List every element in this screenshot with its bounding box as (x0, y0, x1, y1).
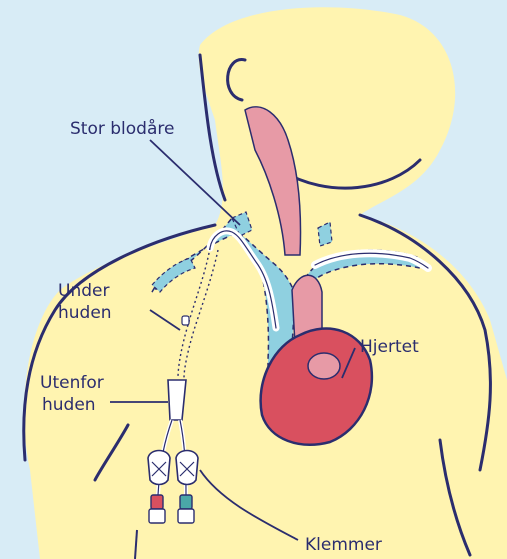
cap-red (151, 495, 163, 509)
clamp-right (176, 451, 198, 485)
label-outside-skin-line1: Utenfor (40, 373, 104, 393)
label-clamps: Klemmer (305, 535, 382, 555)
catheter-hub (168, 380, 186, 420)
cap-red-end (149, 509, 165, 523)
clamp-left (148, 451, 170, 485)
cap-teal-end (178, 509, 194, 523)
label-outside-skin-line2: huden (42, 395, 96, 415)
label-heart: Hjertet (360, 337, 419, 357)
label-under-skin-line2: huden (58, 303, 112, 323)
label-large-vein: Stor blodåre (70, 118, 174, 139)
heart-atrium (308, 353, 340, 379)
catheter-cuff (182, 316, 189, 325)
cap-teal (180, 495, 192, 509)
label-under-skin-line1: Under (58, 281, 109, 301)
